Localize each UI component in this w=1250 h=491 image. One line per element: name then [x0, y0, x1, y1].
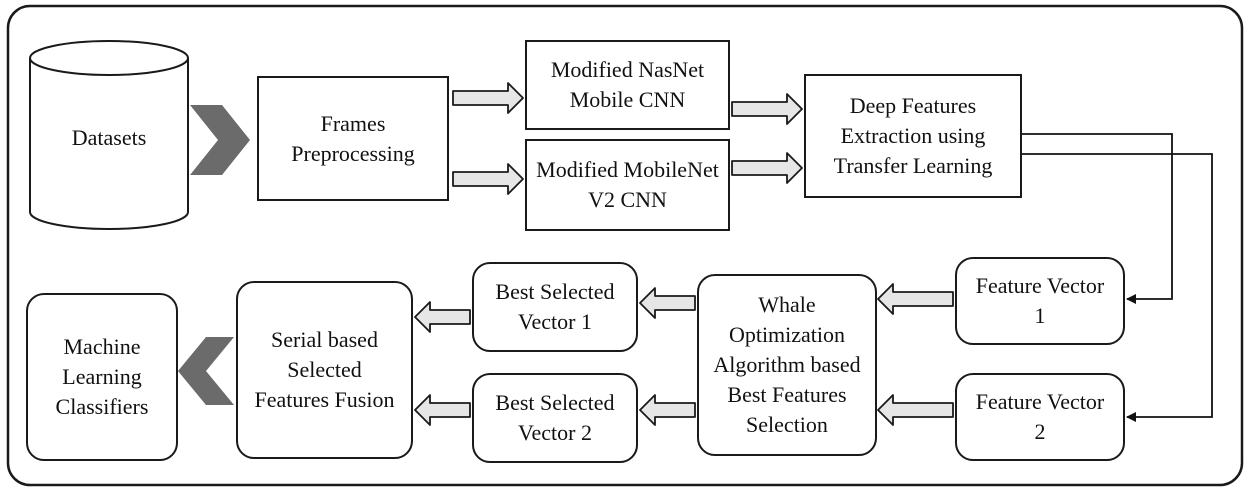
block-arrow-woa-to-best2	[639, 394, 696, 426]
connector-deep-to-fv2	[1022, 153, 1213, 422]
mobilenet-box: Modified MobileNet V2 CNN	[525, 139, 730, 231]
feature-vector-1-box: Feature Vector 1	[955, 257, 1125, 345]
deep-features-box: Deep Features Extraction using Transfer …	[804, 74, 1022, 198]
frames-preprocessing-box: Frames Preprocessing	[257, 76, 449, 201]
block-arrow-mobilenet-to-deep	[731, 152, 803, 184]
block-arrow-best2-to-fusion	[414, 394, 471, 426]
connector-deep-to-fv1	[1022, 133, 1173, 304]
block-arrow-to-nasnet	[452, 82, 524, 114]
features-fusion-box: Serial based Selected Features Fusion	[236, 281, 413, 459]
block-arrow-woa-to-best1	[639, 287, 696, 319]
block-arrow-nasnet-to-deep	[731, 93, 803, 125]
block-arrow-fv1-to-woa	[877, 283, 954, 315]
best-selected-vector-1-box: Best Selected Vector 1	[472, 262, 638, 352]
block-arrow-to-mobilenet	[452, 163, 524, 195]
chevron-left-icon	[178, 337, 234, 405]
whale-optimization-box: Whale Optimization Algorithm based Best …	[697, 274, 877, 456]
block-arrow-best1-to-fusion	[414, 301, 471, 333]
chevron-right-icon	[190, 105, 250, 175]
ml-classifiers-box: Machine Learning Classifiers	[26, 293, 178, 461]
outer-frame	[6, 4, 1244, 487]
best-selected-vector-2-box: Best Selected Vector 2	[472, 373, 638, 463]
datasets-cylinder-icon	[29, 40, 189, 230]
block-arrow-fv2-to-woa	[877, 394, 954, 426]
nasnet-box: Modified NasNet Mobile CNN	[525, 40, 730, 130]
feature-vector-2-box: Feature Vector 2	[955, 373, 1125, 461]
datasets-label: Datasets	[71, 125, 147, 150]
